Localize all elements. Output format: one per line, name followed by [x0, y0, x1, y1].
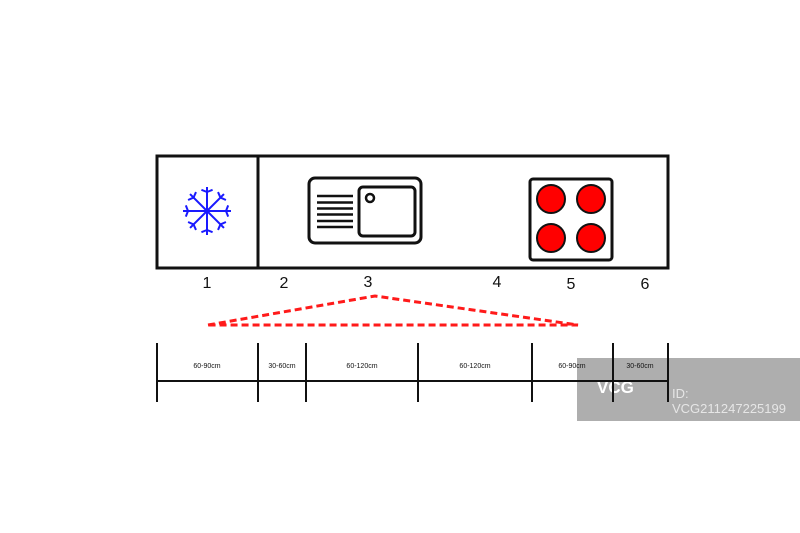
- dimension-label: 60-120cm: [346, 363, 377, 370]
- watermark-logo: VCG: [597, 378, 634, 397]
- zone-label: 4: [493, 274, 502, 291]
- drain-icon: [364, 192, 376, 204]
- watermark-id: ID: VCG211247225199: [672, 386, 786, 416]
- burner-icon: [536, 184, 566, 214]
- burner-icon: [576, 223, 606, 253]
- zone-label: 6: [641, 276, 650, 293]
- dimension-scale: [156, 343, 669, 402]
- dimension-label: 60-120cm: [459, 363, 490, 370]
- zone-label: 5: [567, 276, 576, 293]
- dimension-label: 60-90cm: [558, 363, 585, 370]
- zone-label: 3: [364, 274, 373, 291]
- snowflake-icon: [183, 187, 231, 235]
- burner-icon: [536, 223, 566, 253]
- zone-label: 1: [203, 275, 212, 292]
- burner-icon: [576, 184, 606, 214]
- work-triangle: [207, 294, 579, 327]
- dimension-label: 60-90cm: [193, 363, 220, 370]
- zone-label: 2: [280, 275, 289, 292]
- cooktop-icon: [528, 177, 614, 262]
- dimension-label: 30-60cm: [268, 363, 295, 370]
- dimension-label: 30-60cm: [626, 363, 653, 370]
- counter-outline: [155, 154, 670, 270]
- sink-icon: [307, 176, 423, 245]
- watermark: VCG ID: VCG211247225199: [577, 358, 800, 421]
